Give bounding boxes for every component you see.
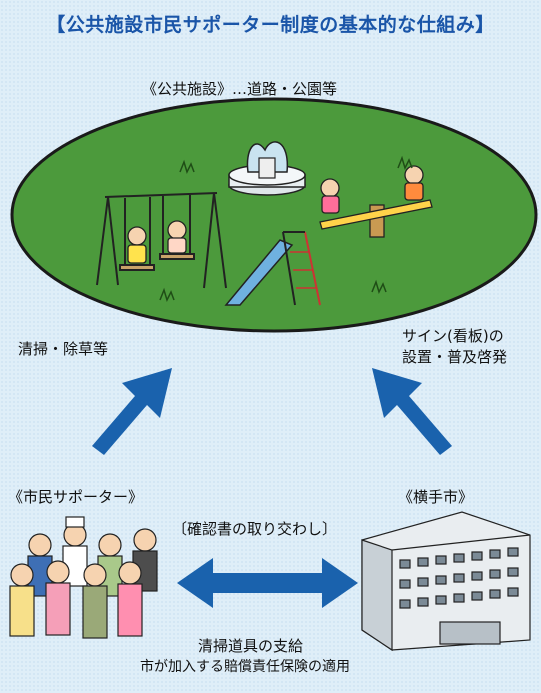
child-on-swing-left-icon [127, 226, 147, 264]
grass-tuft-icon [159, 155, 413, 303]
child-on-seesaw-left-icon [320, 178, 340, 214]
agreement-label: 〔確認書の取り交わし〕 [172, 520, 338, 538]
up-arrow-left-icon [92, 368, 172, 455]
child-on-seesaw-right-icon [404, 165, 424, 201]
citizen-supporters-illustration [9, 516, 158, 639]
support-label-line2: 市が加入する賠償責任保険の適用 [140, 659, 350, 675]
child-on-swing-right-icon [167, 220, 187, 254]
up-arrow-right-icon [372, 368, 452, 455]
supporters-label: 《市民サポーター》 [8, 488, 144, 506]
facility-label: 《公共施設》…道路・公園等 [142, 80, 338, 98]
left-activity-label: 清掃・除草等 [18, 340, 109, 358]
park-ellipse [10, 97, 538, 333]
city-label: 《横手市》 [398, 488, 474, 506]
right-activity-label-line1: サイン(看板)の [402, 327, 504, 345]
seesaw-icon [319, 199, 433, 238]
swing-set-icon [96, 192, 227, 289]
slide-icon [224, 231, 321, 306]
double-arrow-icon [177, 558, 358, 608]
page-title: 【公共施設市民サポーター制度の基本的な仕組み】 [46, 14, 495, 36]
right-activity-label-line2: 設置・普及啓発 [402, 348, 508, 366]
support-label-line1: 清掃道具の支給 [198, 637, 304, 655]
fountain-icon [228, 141, 306, 196]
city-hall-building-illustration [361, 511, 531, 652]
